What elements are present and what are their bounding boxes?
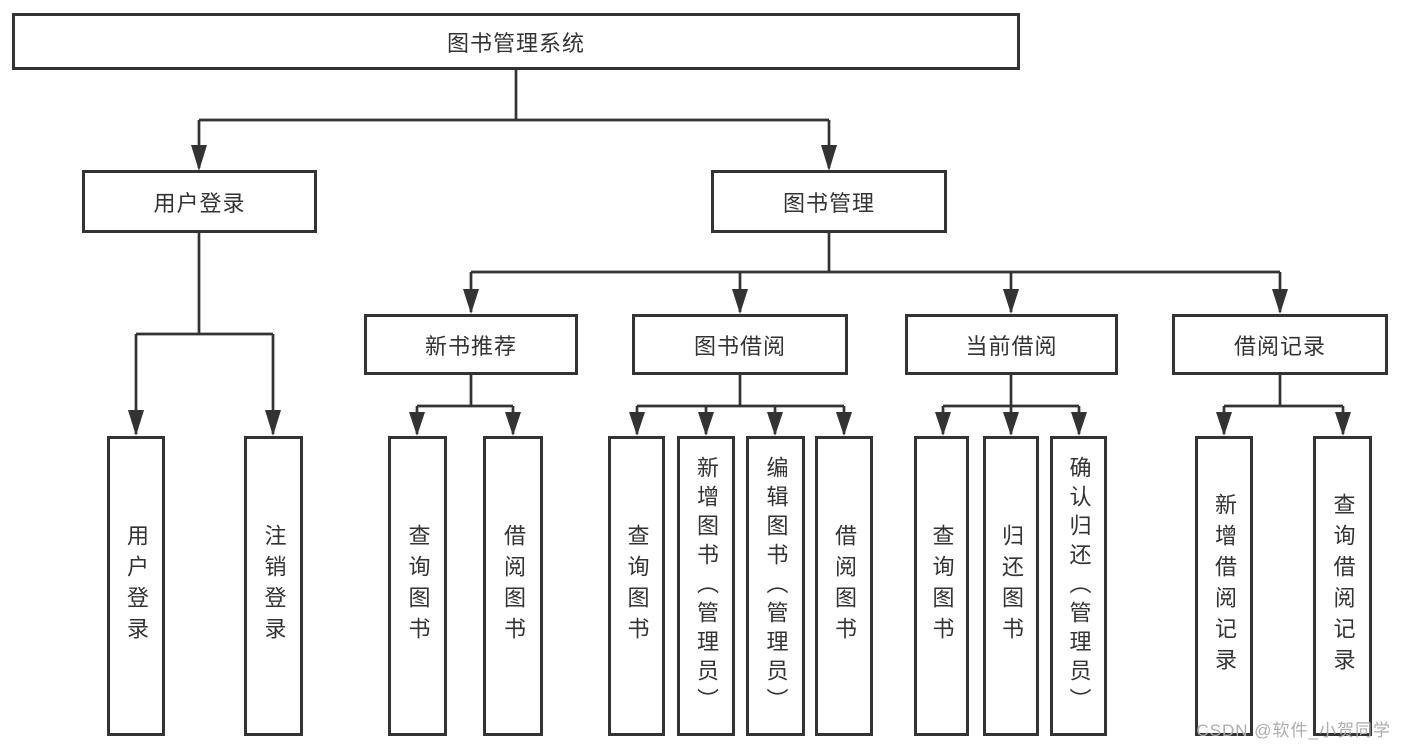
edge-lines	[134, 70, 1345, 434]
leaf-borrow-books-1-label: 借阅图书	[501, 524, 526, 648]
arrowhead	[505, 412, 521, 436]
node-root: 图书管理系统	[12, 13, 1020, 70]
leaf-return-books-label: 归还图书	[999, 524, 1024, 648]
node-book-borrowing-label: 图书借阅	[693, 333, 786, 359]
leaf-edit-books-admin-label: 编辑图书（管理员）	[763, 455, 789, 717]
leaf-user-login-label: 用户登录	[124, 524, 149, 648]
node-root-label: 图书管理系统	[446, 30, 585, 56]
node-current-borrowing-label: 当前借阅	[965, 333, 1058, 359]
node-book-management-label: 图书管理	[782, 190, 875, 216]
arrowheads	[128, 145, 1351, 436]
arrowhead	[821, 145, 837, 171]
leaf-query-borrow-record: 查询借阅记录	[1313, 436, 1372, 736]
node-book-borrowing: 图书借阅	[632, 314, 848, 375]
arrowhead	[767, 412, 783, 436]
leaf-query-books-1: 查询图书	[388, 436, 447, 736]
leaf-query-books-1-label: 查询图书	[405, 524, 431, 648]
node-current-borrowing: 当前借阅	[905, 314, 1118, 375]
leaf-query-books-2-label: 查询图书	[624, 524, 650, 648]
node-user-login-label: 用户登录	[153, 190, 246, 216]
leaf-add-books-admin: 新增图书（管理员）	[677, 436, 735, 736]
arrowhead	[836, 412, 852, 436]
leaf-add-borrow-record-label: 新增借阅记录	[1212, 493, 1237, 679]
node-new-book-recommend-label: 新书推荐	[424, 333, 517, 359]
leaf-add-books-admin-label: 新增图书（管理员）	[694, 455, 719, 717]
arrowhead	[1003, 289, 1019, 314]
leaf-query-books-2: 查询图书	[608, 436, 665, 736]
leaf-logout-label: 注销登录	[261, 524, 287, 648]
node-new-book-recommend: 新书推荐	[364, 314, 578, 375]
arrowhead	[1272, 289, 1288, 314]
leaf-borrow-books-2: 借阅图书	[815, 436, 873, 736]
arrowhead	[698, 412, 714, 436]
leaf-confirm-return-admin-label: 确认归还（管理员）	[1066, 455, 1092, 717]
arrowhead	[1216, 412, 1232, 436]
leaf-add-borrow-record: 新增借阅记录	[1195, 436, 1253, 736]
node-borrow-records-label: 借阅记录	[1233, 333, 1326, 359]
arrowhead	[463, 289, 479, 314]
leaf-borrow-books-2-label: 借阅图书	[832, 524, 857, 648]
leaf-edit-books-admin: 编辑图书（管理员）	[746, 436, 805, 736]
arrowhead	[629, 412, 645, 436]
arrowhead	[935, 412, 951, 436]
arrowhead	[265, 410, 281, 436]
arrowhead	[1071, 412, 1087, 436]
leaf-query-borrow-record-label: 查询借阅记录	[1330, 493, 1356, 679]
arrowhead	[1335, 412, 1351, 436]
arrowhead	[732, 289, 748, 314]
node-borrow-records: 借阅记录	[1172, 314, 1388, 375]
arrowhead	[128, 410, 144, 436]
leaf-confirm-return-admin: 确认归还（管理员）	[1050, 436, 1107, 736]
leaf-query-books-3-label: 查询图书	[929, 524, 955, 648]
leaf-return-books: 归还图书	[983, 436, 1039, 736]
arrowhead	[409, 412, 425, 436]
leaf-query-books-3: 查询图书	[914, 436, 969, 736]
leaf-logout: 注销登录	[244, 436, 303, 736]
node-user-login: 用户登录	[82, 170, 317, 233]
leaf-borrow-books-1: 借阅图书	[483, 436, 543, 736]
leaf-user-login: 用户登录	[107, 436, 165, 736]
csdn-watermark: CSDN @软件_小贺同学	[1196, 721, 1391, 740]
arrowhead	[1003, 412, 1019, 436]
node-book-management: 图书管理	[711, 170, 947, 233]
arrowhead	[191, 145, 207, 171]
